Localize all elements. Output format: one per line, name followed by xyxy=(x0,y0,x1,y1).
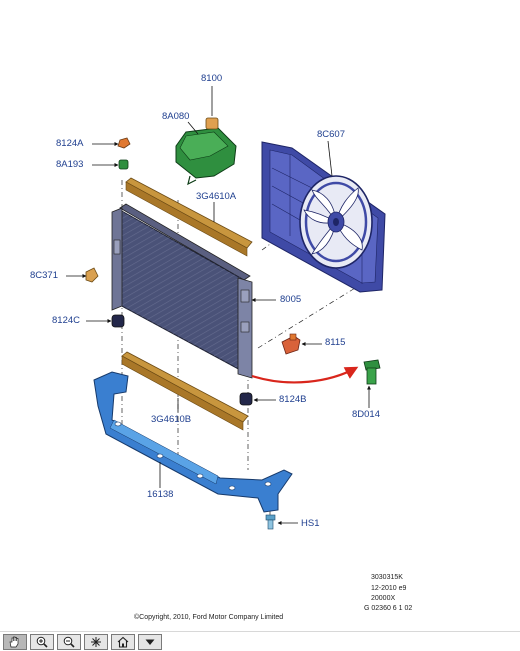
callout-8a080: 8A080 xyxy=(162,111,190,122)
callout-8124b: 8124B xyxy=(279,394,307,405)
install-arrow xyxy=(251,366,359,384)
zoom-out-button[interactable] xyxy=(57,634,81,650)
dropdown-icon xyxy=(145,639,155,645)
mount-8124c xyxy=(111,314,125,328)
mount-8124b xyxy=(239,392,253,406)
callout-3g4610a: 3G4610A xyxy=(196,191,237,202)
callout-hs1: HS1 xyxy=(301,518,320,529)
pan-tool-button[interactable] xyxy=(3,634,27,650)
viewer-toolbar xyxy=(0,631,520,651)
radiator xyxy=(111,203,253,379)
copyright-notice: ©Copyright, 2010, Ford Motor Company Lim… xyxy=(134,614,284,621)
drawing-date: 12-2010 e9 xyxy=(371,585,407,592)
callout-8a193: 8A193 xyxy=(56,159,84,170)
callout-8124a: 8124A xyxy=(56,138,84,149)
cap-8124a xyxy=(117,137,131,149)
callout-16138: 16138 xyxy=(147,489,174,500)
menu-dropdown-button[interactable] xyxy=(138,634,162,650)
bush-8c371 xyxy=(85,267,99,283)
fan-shroud xyxy=(261,141,386,293)
zoom-in-icon xyxy=(36,636,48,648)
expansion-tank xyxy=(175,117,237,186)
drawing-code: 3030315K xyxy=(371,574,403,581)
drawing-number: G 02360 6 1 02 xyxy=(364,605,413,612)
reset-view-button[interactable] xyxy=(84,634,108,650)
fitting-8115 xyxy=(281,333,301,355)
callout-8115: 8115 xyxy=(325,337,346,348)
bush-8a193 xyxy=(118,159,129,170)
bolt-hs1 xyxy=(265,514,276,530)
valve-8d014 xyxy=(363,359,381,385)
callout-8c607: 8C607 xyxy=(317,129,345,140)
fit-icon xyxy=(91,637,101,647)
callout-8124c: 8124C xyxy=(52,315,80,326)
zoom-in-button[interactable] xyxy=(30,634,54,650)
callout-8100: 8100 xyxy=(201,73,223,84)
lower-bracket xyxy=(93,371,293,513)
callout-8d014: 8D014 xyxy=(352,409,380,420)
hand-icon xyxy=(9,636,19,648)
callout-8c371: 8C371 xyxy=(30,270,58,281)
leader-lines xyxy=(66,86,371,525)
exploded-parts-diagram xyxy=(66,86,386,530)
callout-3g4610b: 3G4610B xyxy=(151,414,192,425)
home-icon xyxy=(117,636,129,648)
zoom-out-icon xyxy=(63,636,75,648)
home-button[interactable] xyxy=(111,634,135,650)
drawing-ref: 20000X xyxy=(371,595,396,602)
callout-8005: 8005 xyxy=(280,294,302,305)
